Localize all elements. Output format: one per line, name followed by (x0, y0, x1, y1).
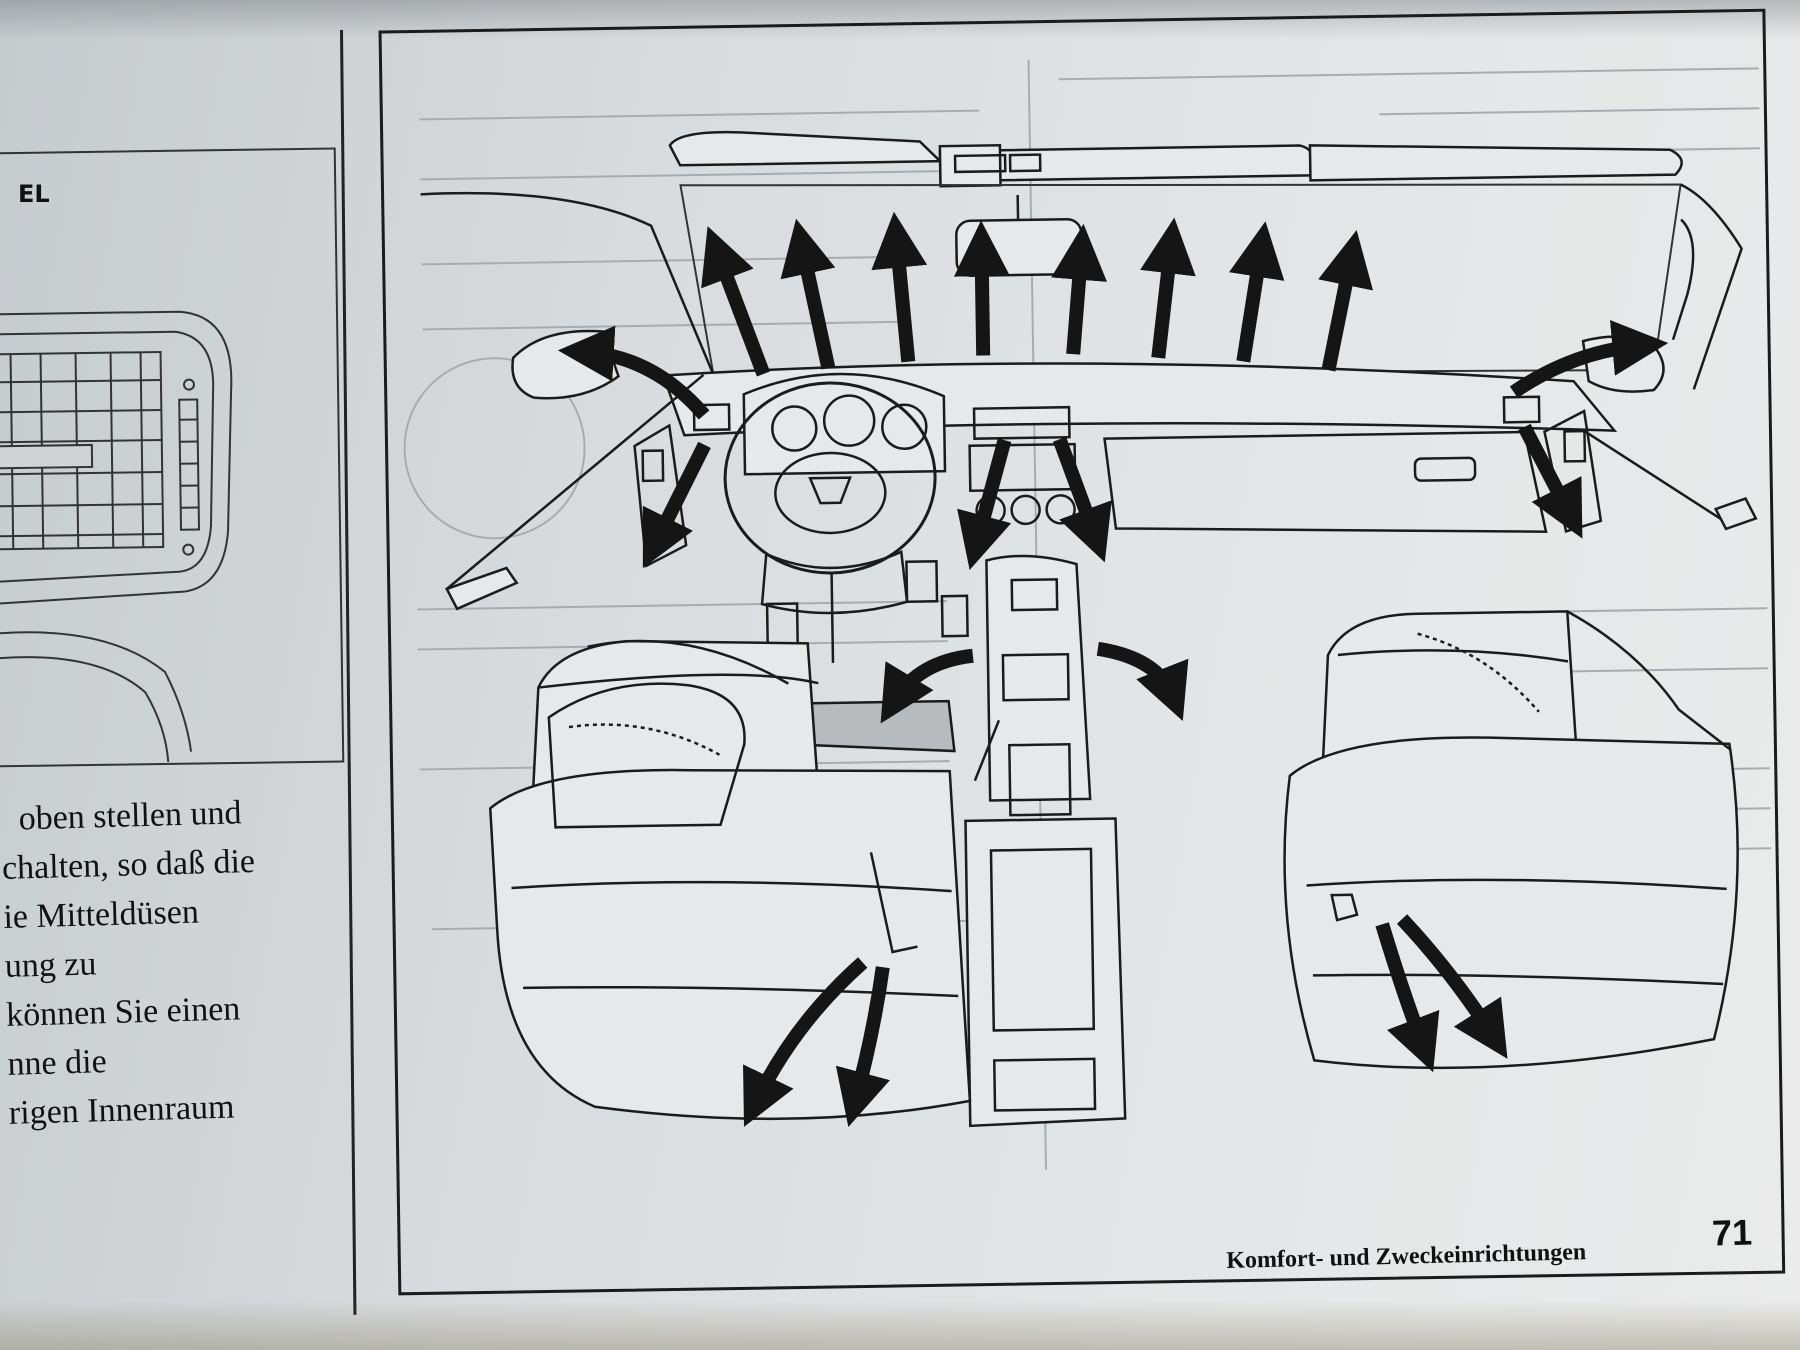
page-shadow-top (0, 0, 1800, 40)
airflow-arrow (953, 220, 1010, 356)
body-line: rigen Innenraum (8, 1088, 235, 1132)
airflow-arrow (1229, 221, 1285, 363)
airflow-arrow (701, 226, 770, 377)
vent-illustration (0, 310, 233, 762)
airflow-arrow (871, 211, 928, 363)
airflow-arrow (642, 441, 711, 569)
airflow-arrow (557, 325, 710, 420)
airflow-arrow (1051, 223, 1108, 355)
inset-vent-figure (0, 147, 345, 768)
airflow-arrow (1518, 423, 1583, 539)
inset-label: EL (18, 180, 50, 208)
airflow-arrow (880, 648, 974, 724)
page-number: 71 (1711, 1211, 1753, 1254)
page-shadow-bottom (0, 1300, 1800, 1350)
airflow-arrow (835, 966, 890, 1127)
interior-airflow-figure (378, 8, 1788, 1300)
airflow-arrow (1396, 914, 1508, 1059)
airflow-arrow (1318, 230, 1374, 372)
airflow-arrow (1509, 319, 1669, 398)
airflow-arrow (743, 957, 868, 1127)
airflow-arrow (1140, 217, 1196, 359)
body-text: oben stellen und chalten, so daß die ie … (0, 786, 349, 1138)
airflow-arrow (1096, 641, 1189, 722)
airflow-arrow (1375, 922, 1440, 1073)
airflow-illustration (378, 8, 1786, 1296)
airflow-arrow (957, 438, 1012, 571)
airflow-arrow (780, 218, 836, 370)
figure-frame (378, 8, 1786, 1296)
airflow-arrow (1052, 436, 1112, 563)
